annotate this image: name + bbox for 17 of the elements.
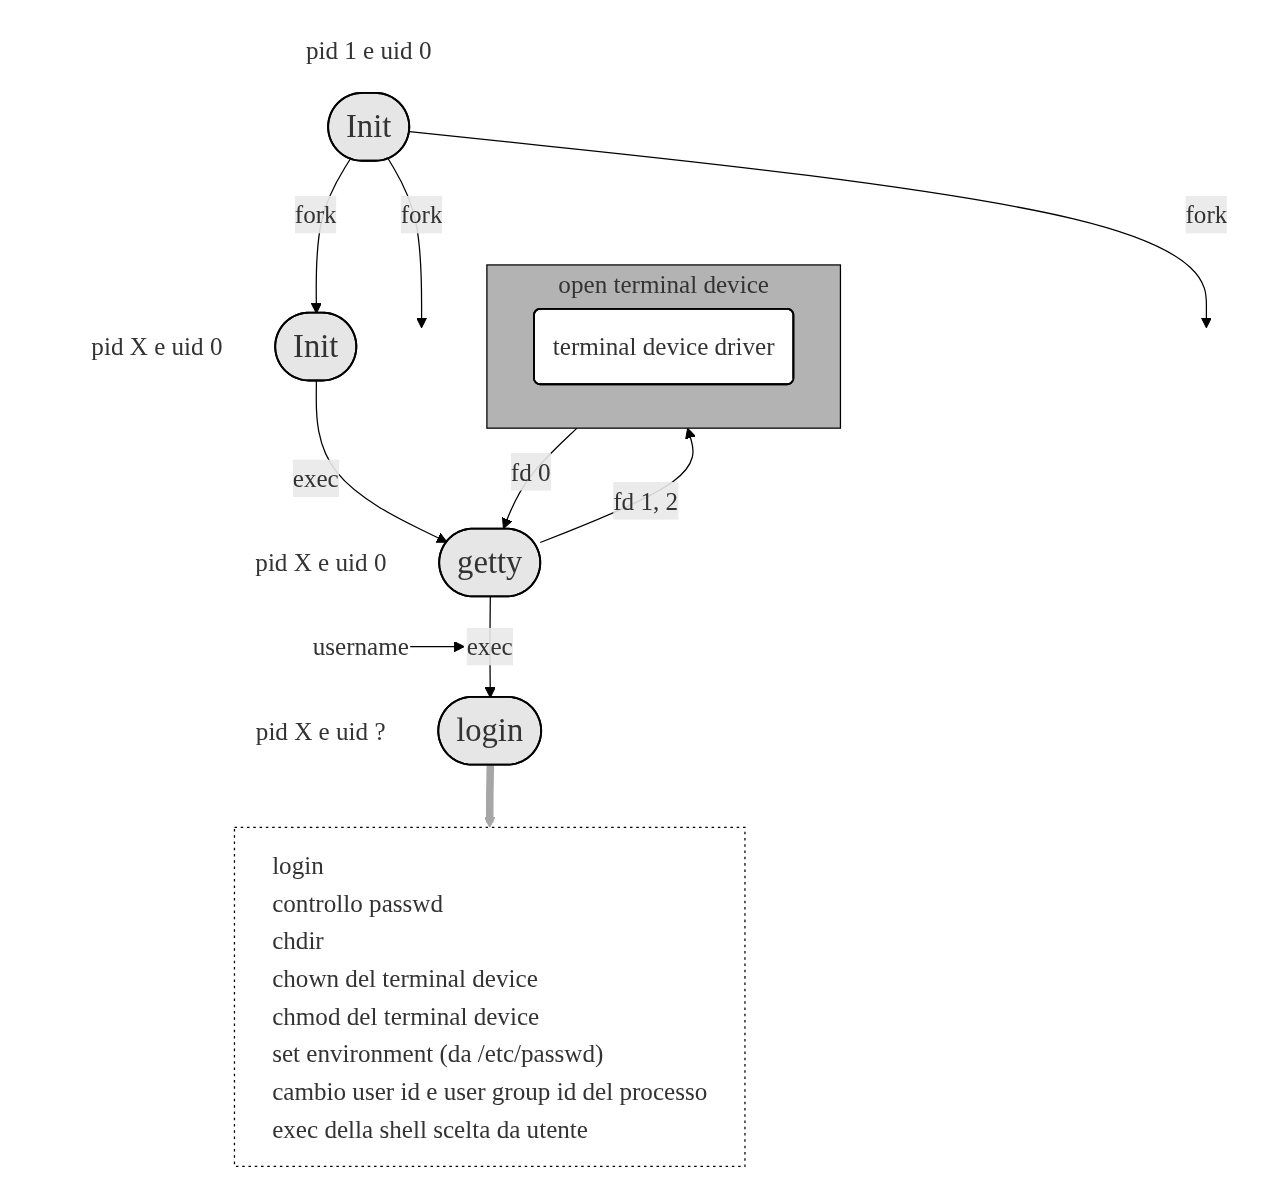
node-box: login controllo passwd chdir chown del terminal device chmod del terminal device set environment (da /etc/passwd) cambio user id e user group id del processo exec della shell scelta da utente xyxy=(233,826,746,1168)
node-label: pid 1 e uid 0 xyxy=(305,36,432,65)
arrow xyxy=(484,765,496,828)
node-label: pid X e uid ? xyxy=(255,716,386,745)
edge-label: fork xyxy=(400,200,443,229)
node-text: username xyxy=(312,632,409,661)
edge-label: fork xyxy=(294,200,337,229)
edge-label: fd 1, 2 xyxy=(613,487,679,515)
edge-label: exec xyxy=(292,464,339,493)
arrow xyxy=(408,131,1212,329)
node-label: pid X e uid 0 xyxy=(91,332,223,361)
arrow xyxy=(409,641,465,653)
edge-label: fork xyxy=(1185,200,1228,229)
node-label: pid X e uid 0 xyxy=(255,548,387,577)
edge-label: exec xyxy=(466,632,513,661)
arrow xyxy=(315,380,448,543)
edge-label: fd 0 xyxy=(510,458,551,486)
